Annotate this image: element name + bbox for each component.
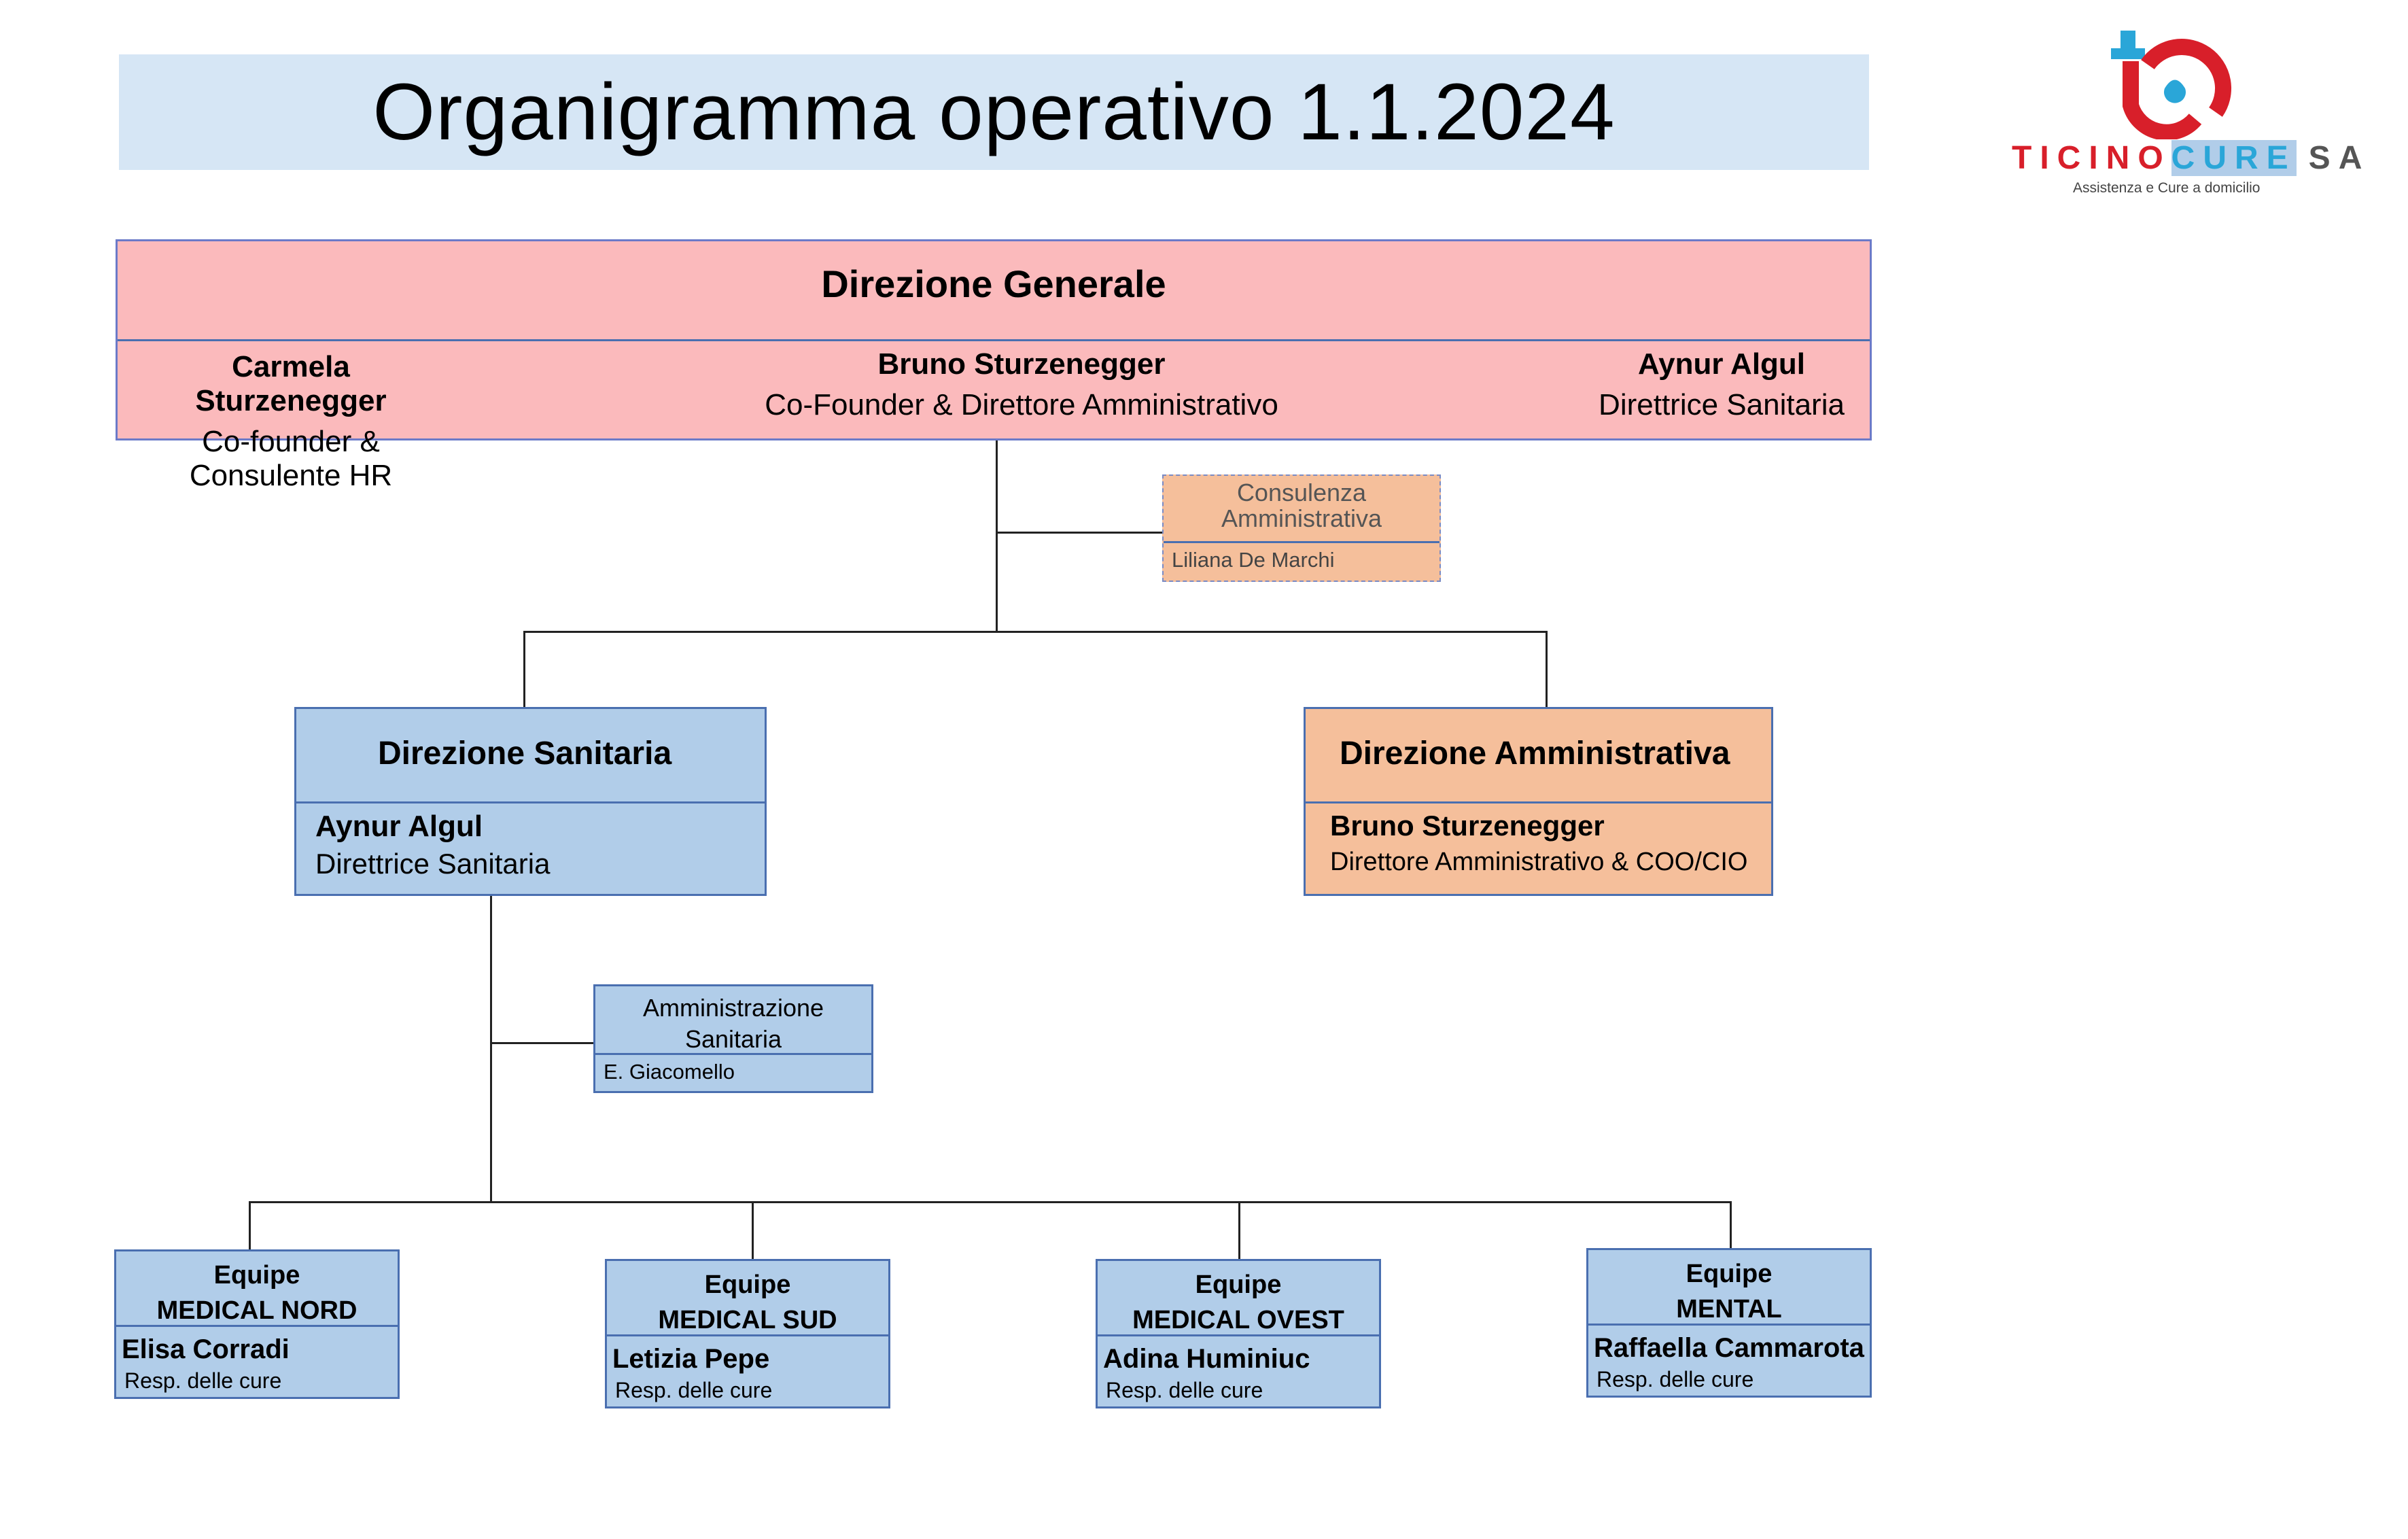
connector-consulenza xyxy=(996,532,1162,534)
divider xyxy=(1098,1334,1379,1336)
consulenza-person: Liliana De Marchi xyxy=(1172,548,1335,572)
equipe-box-medical-sud: Equipe MEDICAL SUD Letizia Pepe Resp. de… xyxy=(605,1259,890,1408)
person-name: Elisa Corradi xyxy=(122,1334,290,1364)
equipe-box-medical-ovest: Equipe MEDICAL OVEST Adina Huminiuc Resp… xyxy=(1096,1259,1381,1408)
connector-level4 xyxy=(249,1201,1732,1203)
logo-tagline: Assistenza e Cure a domicilio xyxy=(2073,180,2261,196)
equipe-label: Equipe xyxy=(1686,1260,1773,1288)
equipe-name: MEDICAL SUD xyxy=(658,1306,837,1334)
dg-person-1: Carmela Sturzenegger Co-founder & Consul… xyxy=(145,350,437,493)
divider xyxy=(116,1325,398,1327)
connector-eq-4 xyxy=(1730,1201,1732,1249)
equipe-label: Equipe xyxy=(704,1270,791,1299)
consulenza-amministrativa-box: Consulenza Amministrativa Liliana De Mar… xyxy=(1162,474,1441,582)
consulenza-title-line1: Consulenza xyxy=(1236,479,1367,506)
person-name: Aynur Algul xyxy=(1637,347,1806,381)
divider xyxy=(595,1053,871,1055)
divider xyxy=(1306,801,1771,803)
equipe-box-mental: Equipe MENTAL Raffaella Cammarota Resp. … xyxy=(1586,1248,1872,1398)
equipe-name: MEDICAL NORD xyxy=(156,1296,357,1325)
equipe-name: MENTAL xyxy=(1676,1295,1782,1324)
person-role: Co-Founder & Direttore Amministrativo xyxy=(765,388,1278,421)
direzione-sanitaria-heading: Direzione Sanitaria xyxy=(378,736,672,772)
person-name: Raffaella Cammarota xyxy=(1594,1333,1864,1363)
person-role: Direttore Amministrativo & COO/CIO xyxy=(1330,848,1748,876)
logo-wordmark: TICINOCURE SA xyxy=(2012,139,2370,177)
connector-dg-down xyxy=(996,440,998,632)
connector-da xyxy=(1546,631,1548,707)
direzione-amministrativa-box: Direzione Amministrativa Bruno Sturzeneg… xyxy=(1304,707,1773,896)
person-name: Aynur Algul xyxy=(315,810,483,843)
person-role: Co-founder & Consulente HR xyxy=(189,425,393,492)
person-role: Direttrice Sanitaria xyxy=(315,848,551,880)
divider xyxy=(1164,541,1439,543)
direzione-sanitaria-box: Direzione Sanitaria Aynur Algul Direttri… xyxy=(294,707,767,896)
connector-eq-1 xyxy=(249,1201,251,1250)
connector-eq-2 xyxy=(752,1201,754,1260)
connector-amm-sanitaria xyxy=(490,1042,593,1044)
amministrazione-sanitaria-title: Amministrazione Sanitaria xyxy=(595,990,871,1057)
logo-word-red: TICINO xyxy=(2012,140,2171,176)
direzione-generale-heading: Direzione Generale xyxy=(821,262,1166,305)
amm-title-line1: Amministrazione xyxy=(642,994,824,1022)
person-name: Letizia Pepe xyxy=(612,1344,770,1374)
equipe-label: Equipe xyxy=(1195,1270,1282,1299)
consulenza-title: Consulenza Amministrativa xyxy=(1164,480,1439,532)
logo-word-suffix: SA xyxy=(2308,140,2371,176)
person-name: Bruno Sturzenegger xyxy=(877,347,1166,381)
person-role: Direttrice Sanitaria xyxy=(1599,388,1845,421)
person-role: Resp. delle cure xyxy=(615,1378,773,1402)
equipe-name: MEDICAL OVEST xyxy=(1132,1306,1344,1334)
connector-level2 xyxy=(523,631,1548,633)
divider xyxy=(118,339,1870,341)
equipe-box-medical-nord: Equipe MEDICAL NORD Elisa Corradi Resp. … xyxy=(114,1249,400,1399)
title-bar: Organigramma operativo 1.1.2024 xyxy=(119,54,1869,170)
person-name: Carmela Sturzenegger xyxy=(195,350,387,417)
divider xyxy=(296,801,765,803)
person-role: Resp. delle cure xyxy=(124,1368,282,1393)
dg-person-3: Aynur Algul Direttrice Sanitaria xyxy=(1586,347,1857,422)
divider xyxy=(1588,1324,1870,1326)
person-role: Resp. delle cure xyxy=(1596,1367,1754,1391)
connector-ds xyxy=(523,631,525,707)
connector-ds-down xyxy=(490,896,492,1203)
person-name: Bruno Sturzenegger xyxy=(1330,810,1605,842)
logo-mark-icon xyxy=(2111,31,2232,139)
logo-word-blue: CURE xyxy=(2171,140,2297,176)
dg-person-2: Bruno Sturzenegger Co-Founder & Direttor… xyxy=(743,347,1300,422)
amm-title-line2: Sanitaria xyxy=(684,1025,782,1053)
direzione-amministrativa-heading: Direzione Amministrativa xyxy=(1340,736,1730,772)
equipe-label: Equipe xyxy=(213,1261,300,1290)
person-name: Adina Huminiuc xyxy=(1103,1344,1310,1374)
page-title: Organigramma operativo 1.1.2024 xyxy=(372,67,1616,157)
consulenza-title-line2: Amministrativa xyxy=(1221,504,1382,532)
amministrazione-sanitaria-person: E. Giacomello xyxy=(604,1060,735,1084)
person-role: Resp. delle cure xyxy=(1106,1378,1263,1402)
direzione-generale-box: Direzione Generale Carmela Sturzenegger … xyxy=(116,239,1872,492)
divider xyxy=(607,1334,888,1336)
amministrazione-sanitaria-box: Amministrazione Sanitaria E. Giacomello xyxy=(593,984,873,1093)
connector-eq-3 xyxy=(1238,1201,1240,1260)
